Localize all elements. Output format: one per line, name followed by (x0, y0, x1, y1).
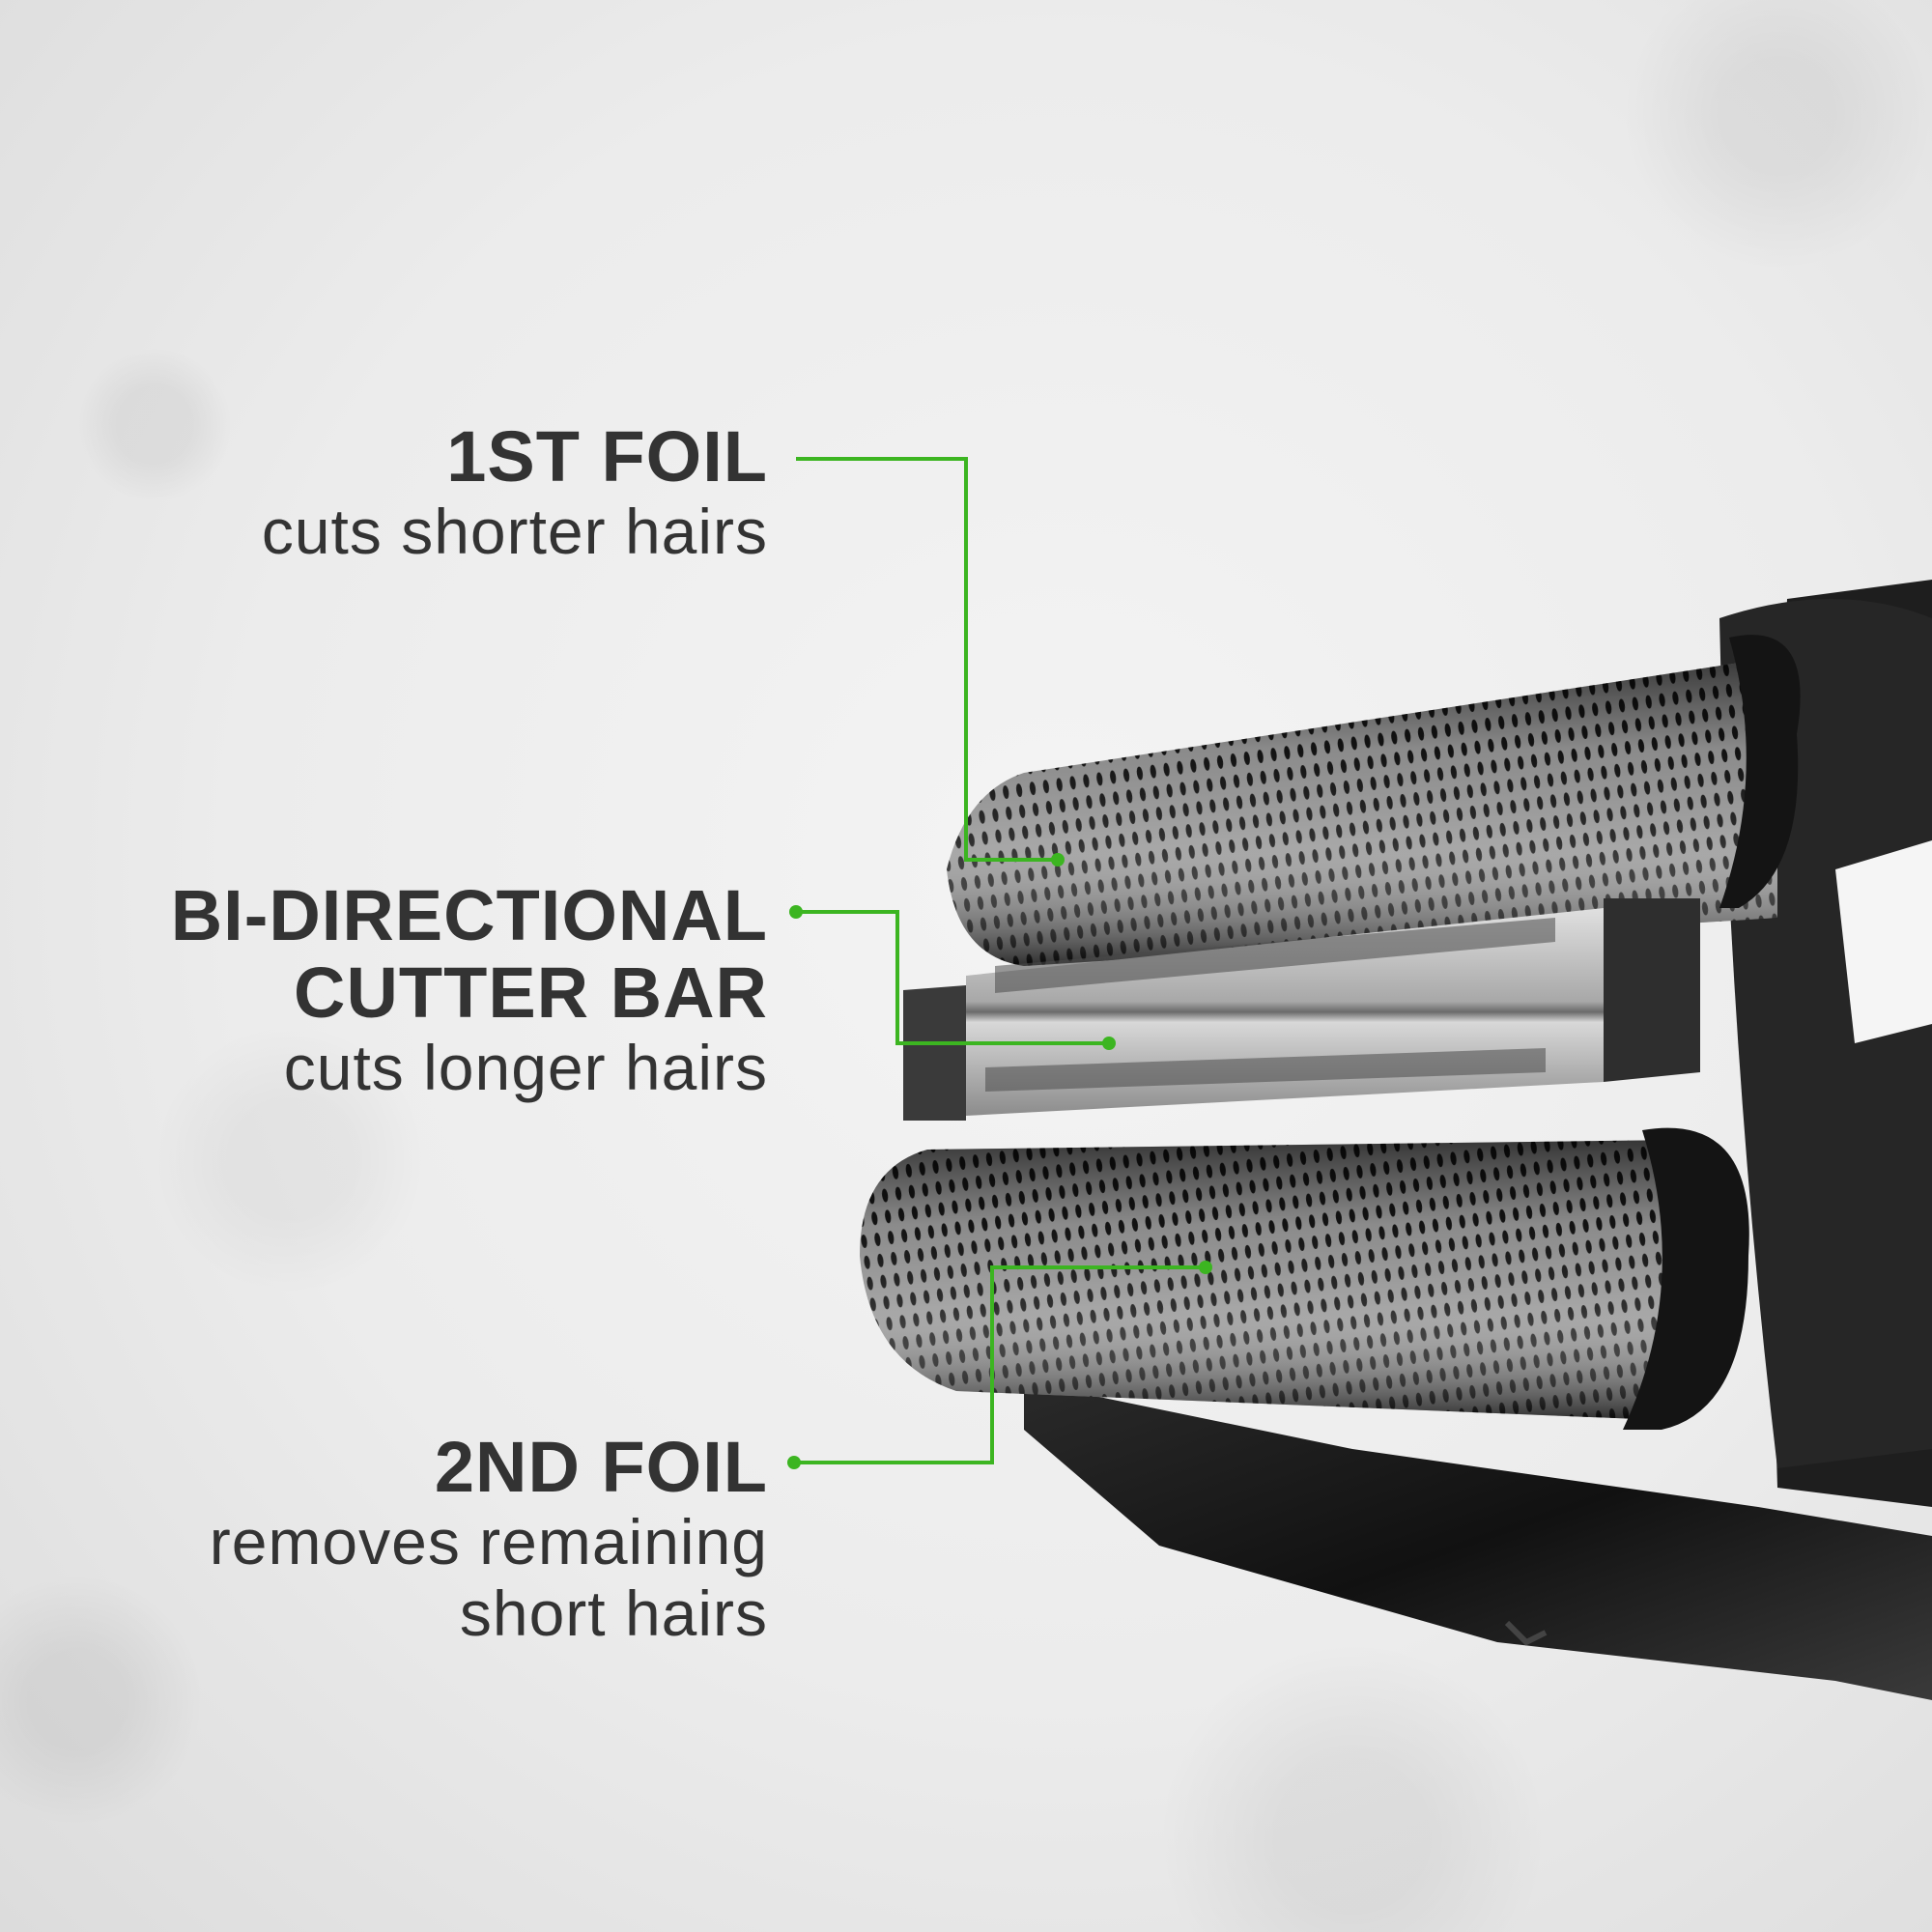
callout-dot-second-foil-origin (787, 1456, 801, 1469)
cutter-bar (903, 898, 1700, 1121)
first-foil-heading: 1ST FOIL (446, 416, 768, 497)
second-foil-description-line-2: short hairs (459, 1577, 768, 1649)
callout-dot-first-foil-target (1051, 853, 1065, 867)
callout-cutter-bar: BI-DIRECTIONAL CUTTER BAR cuts longer ha… (170, 875, 768, 1104)
callout-line-first-foil (796, 457, 1058, 862)
callout-line-second-foil (794, 1265, 1206, 1464)
callout-dot-second-foil-target (1199, 1261, 1212, 1274)
callout-dot-cutter-bar-target (1102, 1037, 1116, 1050)
second-foil-cylinder (860, 1127, 1749, 1430)
cutter-bar-heading-line-1: BI-DIRECTIONAL (170, 875, 768, 955)
callout-second-foil: 2ND FOIL removes remaining short hairs (209, 1427, 768, 1650)
first-foil-cylinder (947, 635, 1801, 966)
first-foil-description: cuts shorter hairs (261, 496, 768, 567)
cutter-bar-description: cuts longer hairs (283, 1032, 768, 1103)
callout-first-foil: 1ST FOIL cuts shorter hairs (261, 416, 768, 568)
cutter-bar-heading-line-2: CUTTER BAR (294, 952, 768, 1033)
callout-dot-cutter-bar-origin (789, 905, 803, 919)
callout-line-cutter-bar (796, 910, 1109, 1045)
second-foil-heading: 2ND FOIL (434, 1427, 768, 1507)
second-foil-description-line-1: removes remaining (209, 1506, 768, 1577)
